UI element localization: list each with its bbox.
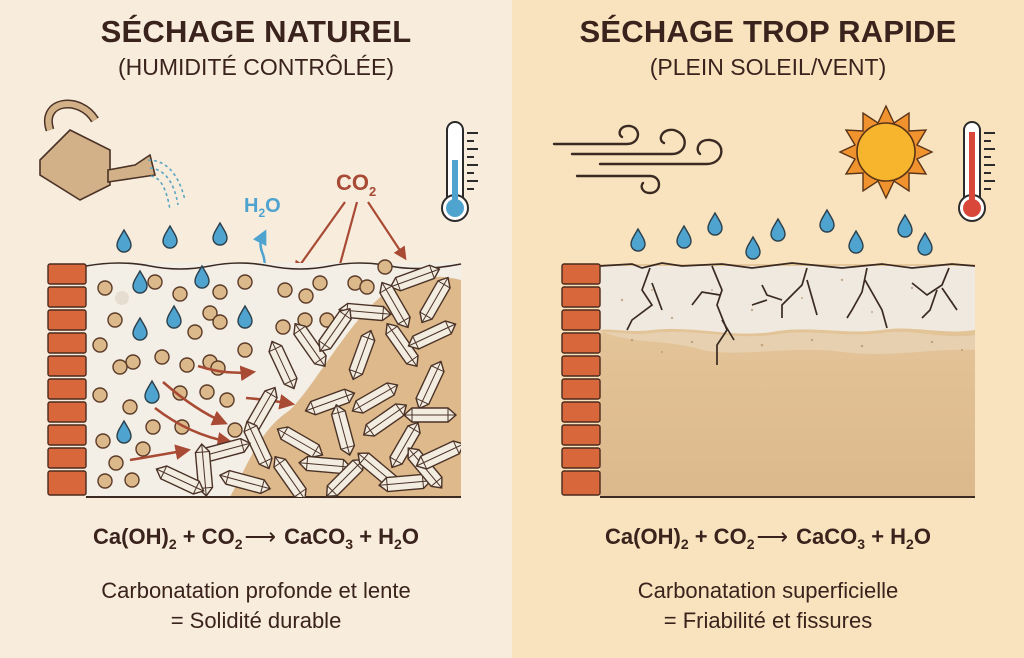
fast-drying-illustration [552, 104, 995, 498]
water-drop-icon [116, 222, 228, 253]
thermometer-cool-icon [441, 121, 478, 222]
brick-wall-icon [47, 263, 87, 496]
caption-line-2: = Solidité durable [170, 608, 342, 633]
panel-caption: Carbonatation superficielle = Friabilité… [512, 576, 1024, 636]
watering-can-icon [39, 99, 186, 211]
panel-natural-drying: SÉCHAGE NATUREL (HUMIDITÉ CONTRÔLÉE) [0, 14, 512, 636]
reaction-arrow-icon: ⟶ [756, 524, 789, 549]
carbonation-equation: Ca(OH)2 + CO2⟶ CaCO3 + H2O [93, 524, 419, 552]
brick-wall-icon [561, 263, 601, 496]
panel-title: SÉCHAGE NATUREL [100, 14, 412, 49]
panel-fast-drying: SÉCHAGE TROP RAPIDE (PLEIN SOLEIL/VENT) [512, 0, 1024, 658]
caption-line-2: = Friabilité et fissures [663, 608, 873, 633]
panel-subtitle: (HUMIDITÉ CONTRÔLÉE) [118, 54, 394, 80]
wind-icon [552, 124, 723, 195]
mortar-cross-section [85, 262, 462, 498]
water-drop-icon [630, 209, 933, 260]
carbonation-equation: Ca(OH)2 + CO2⟶ CaCO3 + H2O [605, 524, 931, 552]
crack-icon [599, 262, 976, 365]
panel-caption: Carbonatation profonde et lente = Solidi… [0, 576, 512, 636]
co2-label: CO2 [336, 170, 376, 199]
h2o-label: H2O [244, 195, 281, 220]
panel-title: SÉCHAGE TROP RAPIDE [579, 14, 957, 49]
caption-line-1: Carbonatation profonde et lente [101, 578, 411, 603]
thermometer-hot-icon [958, 121, 995, 222]
panel-subtitle: (PLEIN SOLEIL/VENT) [649, 54, 887, 80]
natural-drying-illustration: H2O CO2 [39, 99, 478, 498]
caption-line-1: Carbonatation superficielle [637, 578, 899, 603]
reaction-arrow-icon: ⟶ [244, 524, 277, 549]
migration-arrows [129, 364, 296, 462]
sun-icon [838, 104, 934, 200]
mortar-cross-section [599, 262, 976, 498]
